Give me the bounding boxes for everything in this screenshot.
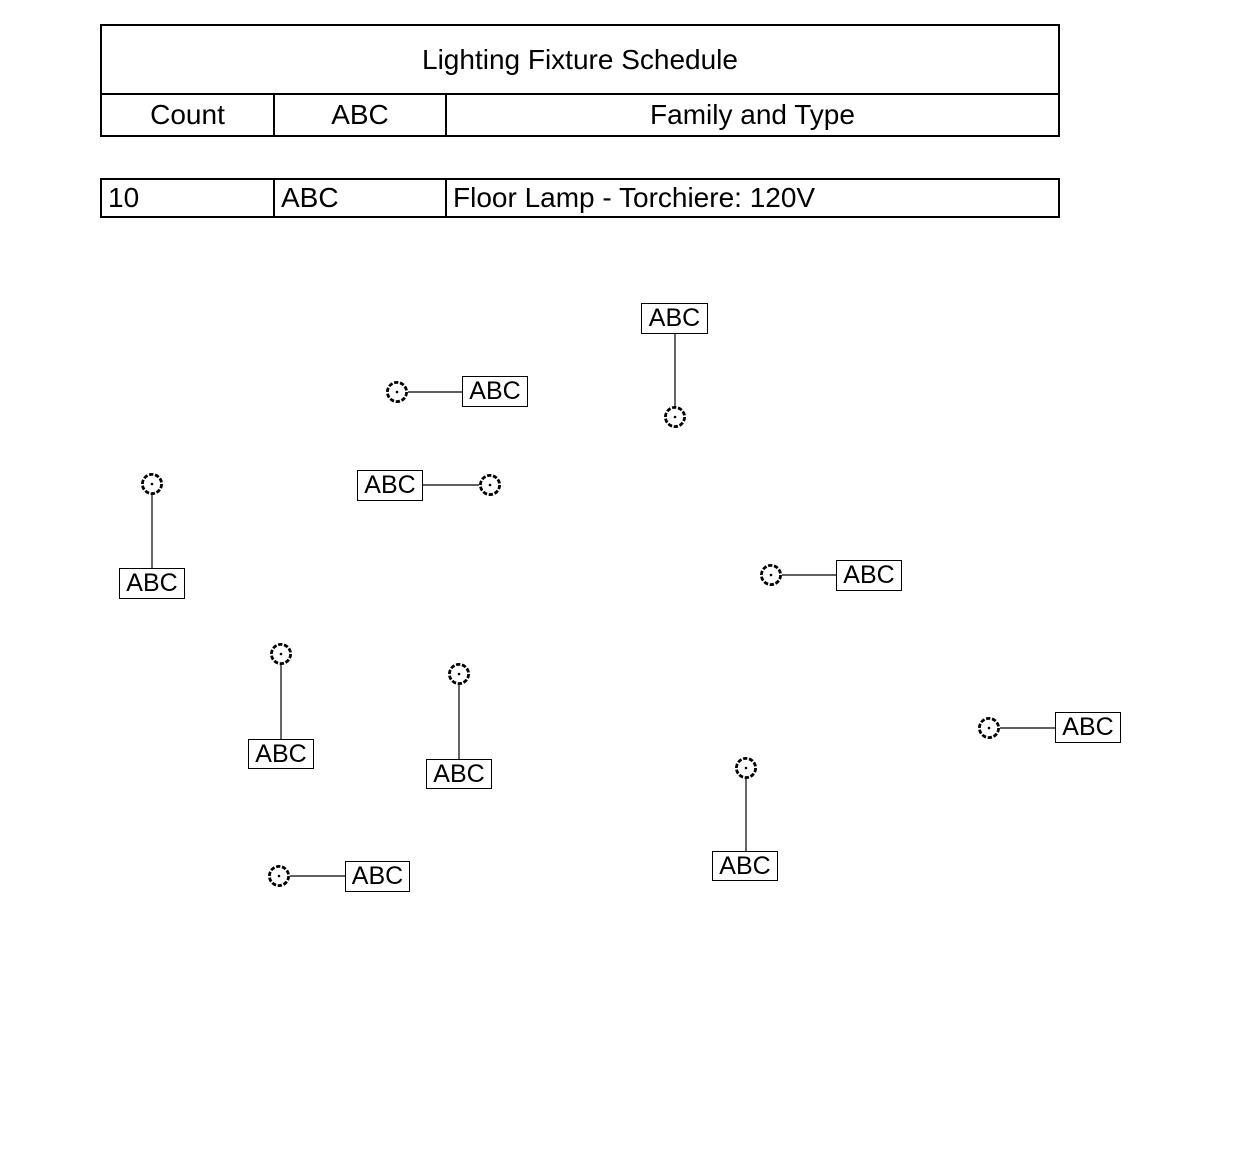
fixture-ring-icon (267, 865, 290, 888)
fixture-tag[interactable]: ABC (712, 851, 778, 881)
fixture-center-dot-icon (395, 390, 399, 394)
fixture-ring-icon (385, 380, 408, 403)
fixture-symbol[interactable] (269, 643, 292, 666)
fixture-tag[interactable]: ABC (1055, 712, 1121, 743)
fixture-center-dot-icon (150, 482, 154, 486)
fixture-tag[interactable]: ABC (426, 759, 492, 789)
fixture-tag-label: ABC (719, 851, 771, 880)
fixture-ring-icon (664, 405, 687, 428)
fixture-center-dot-icon (277, 874, 281, 878)
fixture-ring-icon (140, 472, 163, 495)
fixture-ring-icon (269, 643, 292, 666)
fixture-center-dot-icon (488, 483, 492, 487)
fixture-tag[interactable]: ABC (248, 739, 314, 769)
fixture-ring-icon (978, 717, 1001, 740)
fixture-tag[interactable]: ABC (357, 470, 423, 501)
fixture-symbol[interactable] (735, 757, 758, 780)
fixture-tag[interactable]: ABC (345, 861, 410, 892)
fixture-tag-label: ABC (1062, 713, 1114, 741)
fixture-tag[interactable]: ABC (836, 560, 902, 591)
fixture-symbol[interactable] (447, 663, 470, 686)
schedule-header-abc: ABC (275, 95, 447, 135)
fixture-tag-label: ABC (433, 759, 485, 788)
fixture-tag-label: ABC (351, 862, 404, 890)
fixture-symbol[interactable] (140, 472, 163, 495)
fixture-tag[interactable]: ABC (119, 568, 185, 599)
fixture-center-dot-icon (673, 415, 677, 419)
fixture-center-dot-icon (769, 573, 773, 577)
fixture-tag-label: ABC (843, 561, 895, 589)
schedule-cell-family-and-type[interactable]: Floor Lamp - Torchiere: 120V (453, 182, 816, 213)
fixture-tag-label: ABC (469, 377, 521, 405)
fixture-ring-icon (478, 473, 501, 496)
fixture-ring-icon (447, 663, 470, 686)
fixture-center-dot-icon (457, 672, 461, 676)
fixture-tag[interactable]: ABC (462, 376, 528, 407)
schedule-header-family-and-type: Family and Type (650, 99, 855, 130)
schedule-cell-abc[interactable]: ABC (275, 180, 447, 216)
schedule-header-row: Count ABC Family and Type (100, 93, 1060, 137)
fixture-symbol[interactable] (385, 380, 408, 403)
fixture-tag-label: ABC (255, 739, 307, 768)
fixture-tag[interactable]: ABC (641, 303, 708, 334)
schedule-header-count: Count (102, 95, 275, 135)
fixture-tag-label: ABC (364, 471, 416, 499)
fixture-ring-icon (760, 564, 783, 587)
fixture-symbol[interactable] (478, 473, 501, 496)
fixture-ring-icon (735, 757, 758, 780)
schedule-data-row: 10 ABC Floor Lamp - Torchiere: 120V (100, 178, 1060, 218)
fixture-center-dot-icon (987, 726, 991, 730)
fixture-center-dot-icon (744, 766, 748, 770)
fixture-center-dot-icon (279, 652, 283, 656)
schedule-cell-count[interactable]: 10 (102, 180, 275, 216)
fixture-symbol[interactable] (978, 717, 1001, 740)
fixture-symbol[interactable] (664, 405, 687, 428)
fixture-symbol[interactable] (267, 865, 290, 888)
fixture-symbol[interactable] (760, 564, 783, 587)
fixture-tag-label: ABC (126, 569, 178, 597)
fixture-tag-label: ABC (648, 304, 701, 332)
